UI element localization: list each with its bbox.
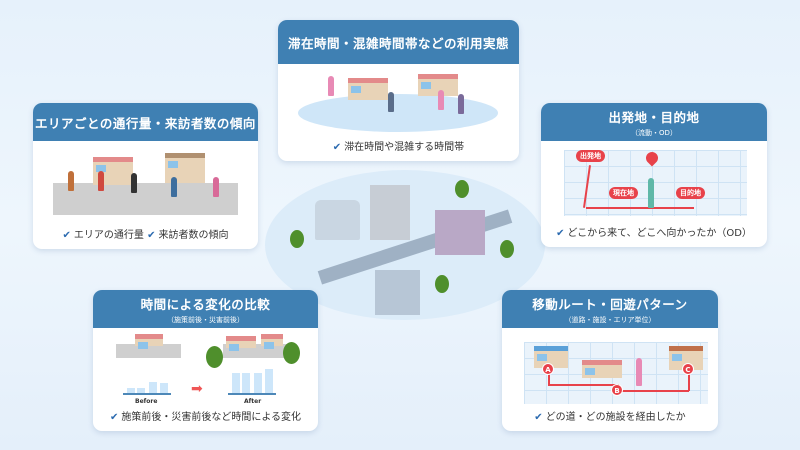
card-compare: 時間による変化の比較 （施策前後・災害前後） Before ➡ After ✔施策… bbox=[93, 290, 318, 431]
before-bar bbox=[137, 388, 145, 393]
arrow-right-icon: ➡ bbox=[191, 381, 203, 397]
route-point-c: C bbox=[682, 363, 694, 375]
check-icon: ✔ bbox=[147, 230, 156, 241]
caption: どこから来て、どこへ向かったか（OD） bbox=[567, 228, 752, 239]
card-route: 移動ルート・回遊パターン （道路・施設・エリア単位） A B C ✔どの道・どの施… bbox=[502, 290, 718, 431]
card-subtitle: （施策前後・災害前後） bbox=[167, 315, 244, 324]
check-icon: ✔ bbox=[109, 412, 119, 423]
card-title: 移動ルート・回遊パターン bbox=[532, 296, 688, 312]
card-od: 出発地・目的地 （流動・OD） 出発地 現在地 目的地 ✔どこから来て、どこへ向か… bbox=[541, 103, 767, 247]
before-bar bbox=[160, 383, 168, 393]
caption: 滞在時間や混雑する時間帯 bbox=[344, 142, 465, 153]
before-bar bbox=[149, 382, 157, 393]
od-map: 出発地 現在地 目的地 bbox=[564, 149, 747, 216]
caption: 施策前後・災害前後など時間による変化 bbox=[121, 412, 302, 423]
check-icon: ✔ bbox=[556, 228, 565, 239]
destination-label: 目的地 bbox=[676, 187, 705, 199]
current-label: 現在地 bbox=[609, 187, 638, 199]
card-title: エリアごとの通行量・来訪者数の傾向 bbox=[35, 115, 256, 131]
route-map: A B C bbox=[524, 342, 708, 404]
after-bar bbox=[265, 369, 273, 393]
card-title: 滞在時間・混雑時間帯などの利用実態 bbox=[287, 35, 509, 51]
map-pin-icon bbox=[643, 149, 661, 167]
caption: どの道・どの施設を経由したか bbox=[545, 412, 686, 423]
caption-traffic: エリアの通行量 bbox=[73, 230, 144, 241]
after-bar bbox=[242, 373, 250, 393]
card-title: 出発地・目的地 bbox=[608, 109, 700, 125]
card-subtitle: （流動・OD） bbox=[631, 128, 677, 137]
traffic-illustration bbox=[53, 151, 238, 215]
before-bar bbox=[127, 388, 135, 393]
card-traffic: エリアごとの通行量・来訪者数の傾向 ✔エリアの通行量 ✔来訪者数の傾向 bbox=[33, 103, 258, 249]
compare-illustration: Before ➡ After bbox=[93, 328, 318, 408]
route-point-a: A bbox=[542, 363, 554, 375]
before-label: Before bbox=[135, 398, 158, 405]
origin-label: 出発地 bbox=[576, 150, 605, 162]
after-bar bbox=[232, 373, 240, 393]
card-usage: 滞在時間・混雑時間帯などの利用実態 ✔滞在時間や混雑する時間帯 bbox=[278, 20, 519, 161]
check-icon: ✔ bbox=[62, 230, 71, 241]
usage-illustration bbox=[298, 72, 498, 132]
card-title: 時間による変化の比較 bbox=[140, 296, 271, 312]
after-label: After bbox=[244, 398, 262, 405]
check-icon: ✔ bbox=[332, 142, 342, 153]
route-point-b: B bbox=[611, 384, 623, 396]
after-bar bbox=[254, 373, 262, 393]
check-icon: ✔ bbox=[534, 412, 543, 423]
card-subtitle: （道路・施設・エリア単位） bbox=[564, 315, 656, 324]
caption-visitors: 来訪者数の傾向 bbox=[158, 230, 229, 241]
